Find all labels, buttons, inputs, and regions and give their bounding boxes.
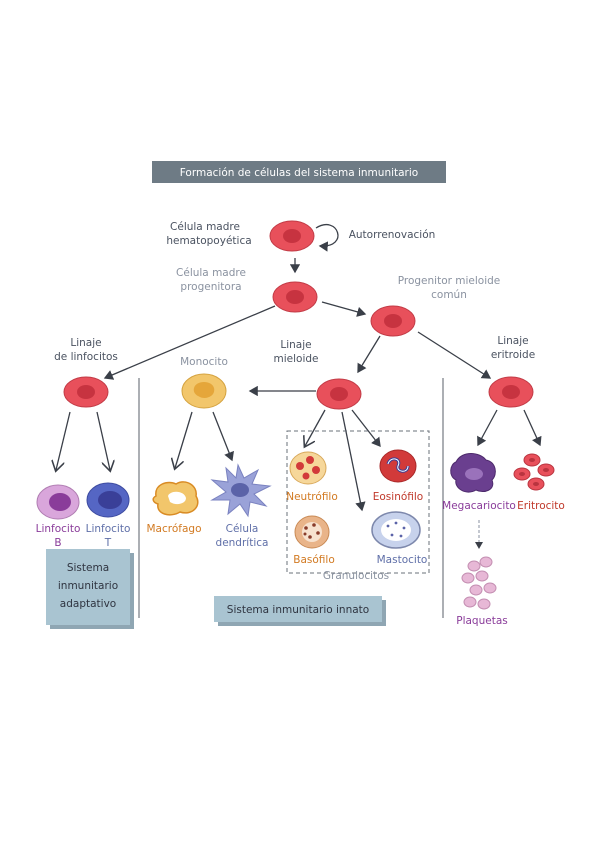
erythrocytes xyxy=(513,453,555,491)
macrophage-cell xyxy=(152,481,199,516)
arrow-to-basophil-mast xyxy=(341,411,366,512)
label-self-renewal: Autorrenovación xyxy=(349,229,436,241)
label-myeloid-lineage-line1: Linaje xyxy=(280,339,311,351)
label-lymph-lineage-line2: de linfocitos xyxy=(54,351,118,363)
arrow-to-neutrophil xyxy=(305,409,326,446)
label-neutrophil: Neutrófilo xyxy=(286,491,338,503)
myeloid-lineage-cell xyxy=(316,378,362,410)
granulocytes-box xyxy=(286,430,430,574)
label-erythroid-lineage-line1: Linaje xyxy=(497,335,528,347)
megakaryocyte-cell xyxy=(450,453,496,493)
mast-cell xyxy=(371,511,421,549)
adaptive-box-line2: inmunitario xyxy=(58,580,118,592)
title-bar: Formación de células del sistema inmunit… xyxy=(152,161,446,183)
label-myeloid-progenitor-line2: común xyxy=(431,289,467,301)
title-background xyxy=(152,161,446,183)
arrow-progenitor-to-myeloid xyxy=(321,301,367,317)
common-myeloid-progenitor xyxy=(370,305,416,337)
label-platelets: Plaquetas xyxy=(456,615,508,627)
label-lymph-b-line2: B xyxy=(54,537,61,549)
monocyte-cell xyxy=(181,373,227,409)
label-megakaryocyte: Megacariocito xyxy=(442,500,516,512)
arrow-to-lymph-t xyxy=(96,411,110,470)
arrow-self-renewal xyxy=(315,224,339,252)
innate-system-box: Sistema inmunitario innato xyxy=(214,596,386,626)
label-hsc-line2: hematopoyética xyxy=(166,235,251,247)
lymphocyte-t-cell xyxy=(86,482,130,518)
arrow-to-eosinophil xyxy=(351,409,381,448)
label-macrophage: Macrófago xyxy=(147,523,202,535)
label-lymph-b-line1: Linfocito xyxy=(36,523,81,535)
label-lymph-lineage-line1: Linaje xyxy=(70,337,101,349)
hematopoietic-stem-cell xyxy=(269,220,315,252)
adaptive-box-line3: adaptativo xyxy=(60,598,116,610)
neutrophil-cell xyxy=(289,451,327,485)
arrow-to-macrophage xyxy=(175,411,193,468)
lymphocyte-b-cell xyxy=(36,484,80,520)
lymphoid-precursor-cell xyxy=(63,376,109,408)
label-granulocytes: Granulocitos xyxy=(323,570,389,582)
arrow-to-dendritic xyxy=(212,411,234,462)
dendritic-cell xyxy=(210,463,272,518)
label-erythroid-lineage-line2: eritroide xyxy=(491,349,535,361)
label-dendritic-line1: Célula xyxy=(226,523,259,535)
adaptive-system-box: Sistema inmunitario adaptativo xyxy=(46,549,134,629)
eosinophil-cell xyxy=(379,449,417,483)
label-lymph-t-line1: Linfocito xyxy=(86,523,131,535)
label-progenitor-line2: progenitora xyxy=(180,281,241,293)
label-dendritic-line2: dendrítica xyxy=(216,537,269,549)
arrow-to-erythrocyte xyxy=(523,409,542,447)
label-basophil: Basófilo xyxy=(293,554,335,566)
innate-box-text: Sistema inmunitario innato xyxy=(227,604,369,616)
label-erythrocyte: Eritrocito xyxy=(517,500,565,512)
label-progenitor-line1: Célula madre xyxy=(176,267,246,279)
label-myeloid-lineage-line2: mieloide xyxy=(274,353,319,365)
progenitor-stem-cell xyxy=(272,281,318,313)
adaptive-box-line1: Sistema xyxy=(67,562,109,574)
label-mast-cell: Mastocito xyxy=(377,554,428,566)
diagram-title: Formación de células del sistema inmunit… xyxy=(180,167,418,179)
arrow-myeloid-to-myeloid-lineage xyxy=(357,335,381,374)
arrow-myeloid-to-erythroid xyxy=(417,331,492,379)
label-hsc-line1: Célula madre xyxy=(170,221,240,233)
label-myeloid-progenitor-line1: Progenitor mieloide xyxy=(398,275,501,287)
basophil-cell xyxy=(294,515,330,549)
arrow-to-lymph-b xyxy=(56,411,71,470)
label-lymph-t-line2: T xyxy=(104,537,112,549)
label-eosinophil: Eosinófilo xyxy=(373,491,423,503)
arrow-to-megakaryocyte xyxy=(477,409,498,447)
label-monocyte: Monocito xyxy=(180,356,228,368)
arrow-progenitor-to-lymphoid xyxy=(103,305,276,380)
platelets xyxy=(461,556,497,610)
erythroid-lineage-cell xyxy=(488,376,534,408)
